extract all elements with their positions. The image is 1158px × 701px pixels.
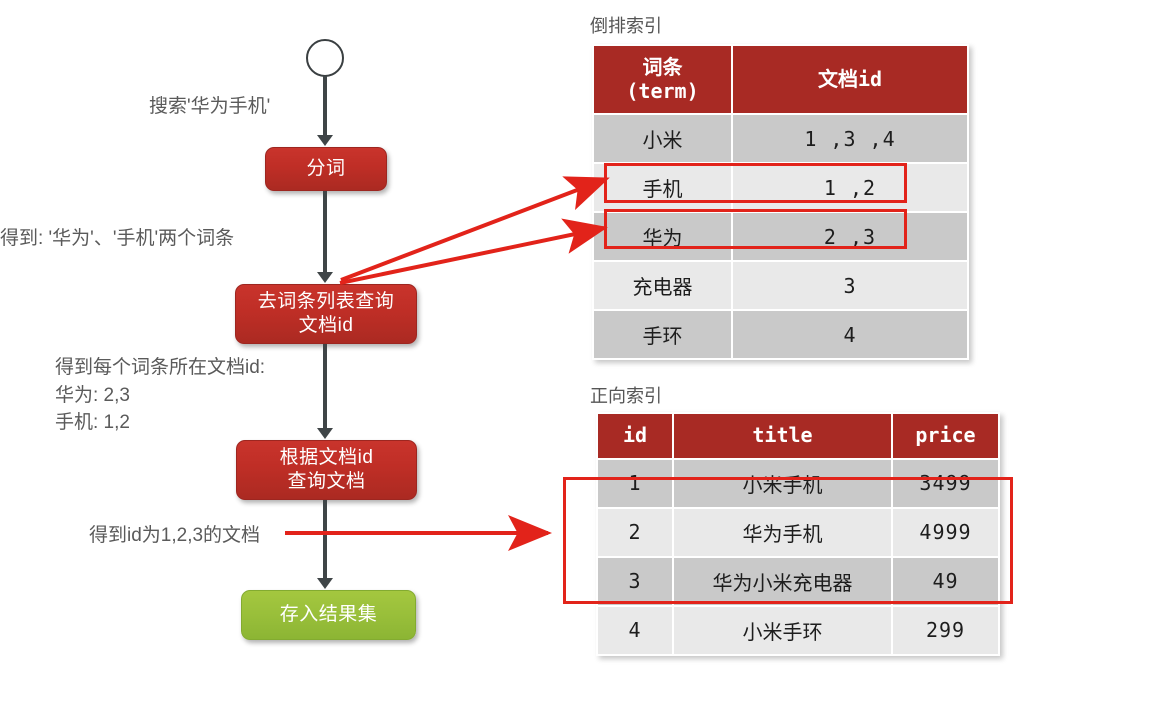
inverted-index-cell-term: 华为 [594, 213, 731, 261]
inverted-index-header-term: 词条 (term) [594, 46, 731, 114]
inverted-index-cell-docids: 2 ,3 [733, 213, 967, 261]
forward-index-header-price: price [893, 414, 998, 458]
forward-index-cell-price: 49 [893, 557, 998, 605]
inverted-index-cell-term: 充电器 [594, 262, 731, 310]
forward-index-table-wrapper: id title price 1 小米手机 3499 2 华为手机 4999 3 [596, 412, 1000, 656]
flow-connector-query-terms-to-query-doc [323, 344, 327, 429]
arrow-to-term-huawei [339, 218, 608, 285]
forward-index-cell-price: 299 [893, 606, 998, 654]
forward-index-header-row: id title price [598, 414, 998, 458]
inverted-index-cell-docids: 1 ,2 [733, 164, 967, 212]
inverted-index-caption: 倒排索引 [590, 16, 662, 36]
forward-index-cell-id: 1 [598, 459, 672, 507]
inverted-index-cell-docids: 4 [733, 311, 967, 359]
inverted-index-body: 小米 1 ,3 ,4 手机 1 ,2 华为 2 ,3 充电器 3 手环 4 [594, 115, 967, 359]
inverted-index-cell-docids: 1 ,3 ,4 [733, 115, 967, 163]
table-row[interactable]: 2 华为手机 4999 [598, 508, 998, 556]
table-row[interactable]: 1 小米手机 3499 [598, 459, 998, 507]
flow-connector-query-doc-to-save [323, 500, 327, 578]
forward-index-header-title: title [674, 414, 891, 458]
forward-index-cell-id: 3 [598, 557, 672, 605]
flow-step-query-doc-by-id-line1: 根据文档id [279, 446, 374, 468]
table-row[interactable]: 3 华为小米充电器 49 [598, 557, 998, 605]
table-row[interactable]: 华为 2 ,3 [594, 213, 967, 261]
forward-index-cell-id: 4 [598, 606, 672, 654]
flow-connector-start-to-fenci [323, 76, 327, 136]
flow-start-node [306, 39, 344, 77]
flow-arrowhead-1 [317, 135, 333, 146]
table-row[interactable]: 手机 1 ,2 [594, 164, 967, 212]
flow-step-save-result[interactable]: 存入结果集 [241, 590, 416, 640]
flow-step-save-result-label: 存入结果集 [279, 603, 378, 625]
flow-step-query-doc-by-id[interactable]: 根据文档id 查询文档 [236, 440, 417, 500]
annotation-terms-result: 得到: '华为'、'手机'两个词条 [0, 228, 235, 249]
inverted-index-cell-term: 手环 [594, 311, 731, 359]
table-row[interactable]: 充电器 3 [594, 262, 967, 310]
forward-index-header-id: id [598, 414, 672, 458]
inverted-index-header-docid: 文档id [733, 46, 967, 114]
annotation-search-input: 搜索'华为手机' [149, 96, 271, 117]
table-row[interactable]: 小米 1 ,3 ,4 [594, 115, 967, 163]
flow-arrowhead-3 [317, 428, 333, 439]
inverted-index-cell-docids: 3 [733, 262, 967, 310]
annotation-doc-ids-block: 得到每个词条所在文档id: 华为: 2,3 手机: 1,2 [55, 357, 266, 434]
inverted-index-cell-term: 小米 [594, 115, 731, 163]
table-row[interactable]: 4 小米手环 299 [598, 606, 998, 654]
flow-step-fenci[interactable]: 分词 [265, 147, 387, 191]
flow-step-query-doc-by-id-line2: 查询文档 [287, 471, 366, 492]
forward-index-cell-price: 4999 [893, 508, 998, 556]
flow-arrowhead-4 [317, 578, 333, 589]
flow-step-query-term-list-line2: 文档id [298, 315, 354, 336]
flow-step-query-term-list[interactable]: 去词条列表查询 文档id [235, 284, 417, 344]
forward-index-cell-title: 小米手机 [674, 459, 891, 507]
flow-step-query-term-list-line1: 去词条列表查询 [257, 290, 395, 312]
inverted-index-header-row: 词条 (term) 文档id [594, 46, 967, 114]
annotation-doc-result: 得到id为1,2,3的文档 [89, 525, 261, 546]
flow-connector-fenci-to-query-terms [323, 191, 327, 273]
forward-index-cell-title: 华为手机 [674, 508, 891, 556]
arrow-to-term-shouji [340, 176, 610, 282]
forward-index-body: 1 小米手机 3499 2 华为手机 4999 3 华为小米充电器 49 4 小… [598, 459, 998, 654]
flow-arrowhead-2 [317, 272, 333, 283]
forward-index-caption: 正向索引 [590, 386, 662, 406]
forward-index-cell-title: 华为小米充电器 [674, 557, 891, 605]
table-row[interactable]: 手环 4 [594, 311, 967, 359]
forward-index-table: id title price 1 小米手机 3499 2 华为手机 4999 3 [596, 412, 1000, 656]
flow-step-fenci-label: 分词 [306, 157, 346, 179]
inverted-index-cell-term: 手机 [594, 164, 731, 212]
forward-index-cell-title: 小米手环 [674, 606, 891, 654]
forward-index-cell-price: 3499 [893, 459, 998, 507]
forward-index-cell-id: 2 [598, 508, 672, 556]
